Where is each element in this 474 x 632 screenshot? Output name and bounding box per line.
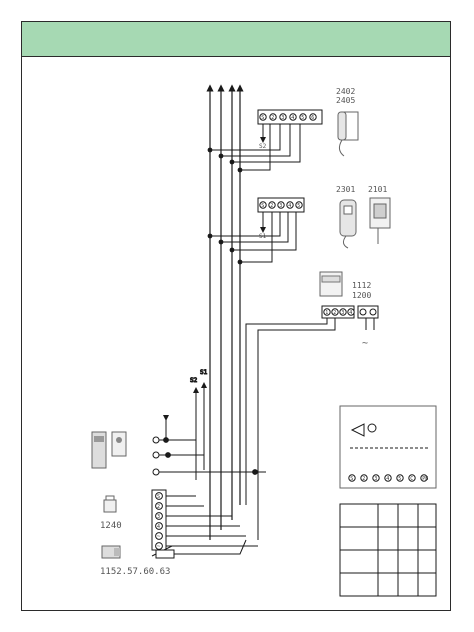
power-terminal-label: 2 [333,310,336,316]
left-terminal-block: S 2 3 4 ~ ~ [151,489,258,551]
left-terminal-label: 4 [157,524,160,530]
top-terminal [259,113,267,121]
left-terminal-label: ~ [157,544,160,550]
handset-c-icon: 2101 [368,185,391,244]
left-terminal-label: 2 [157,504,160,510]
mid-terminal [268,201,276,209]
mid-terminal [295,201,303,209]
handset-a-code-2: 2405 [336,96,355,105]
door-panel-icon [91,431,127,469]
mid-terminal [277,201,285,209]
top-terminal [309,113,317,121]
top-terminal [299,113,307,121]
legend-table [339,503,437,597]
handset-b-icon: 2301 [336,185,357,249]
bottom-unit-icon: 1152.57.60.63 [100,539,247,577]
top-terminal-label: 6 [311,115,314,121]
power-terminal [331,308,339,316]
panel-code: 1152.57.60.63 [100,567,170,577]
detail-terminal [408,474,416,482]
mid-terminal [286,201,294,209]
power-terminal [323,308,331,316]
mid-terminal-label: 2 [270,203,273,209]
detail-terminal-label: S [350,476,353,482]
detail-terminal-label: 3 [374,476,377,482]
detail-terminal [372,474,380,482]
left-terminal-label: S [157,494,160,500]
detail-box: S 2 3 4 5 C PB [339,405,437,489]
detail-terminal [384,474,392,482]
power-terminal [347,308,355,316]
power-terminal-label: 4 [349,310,352,316]
left-terminal [155,522,163,530]
power-code-2: 1200 [352,291,371,300]
top-terminal [269,113,277,121]
power-terminal [339,308,347,316]
lock-icon: 1240 [100,495,122,531]
top-terminal-label: 4 [291,115,294,121]
left-terminal [155,532,163,540]
left-terminal [155,492,163,500]
power-code-1: 1112 [352,281,371,290]
detail-terminal-label: 2 [362,476,365,482]
mains-tilde: ~ [362,338,368,349]
detail-terminal [420,474,428,482]
power-supply-icon: 1112 1200 [319,271,371,300]
top-terminal-label: S [261,115,264,121]
s-line-arrows: S2 S1 [190,369,208,480]
mid-terminal [259,201,267,209]
left-terminal-label: 3 [157,514,160,520]
detail-terminal [396,474,404,482]
top-terminal-label: 3 [281,115,284,121]
power-terminal-label: 3 [341,310,344,316]
handset-a-code-1: 2402 [336,87,355,96]
panel-wires [152,415,266,476]
s2-label-top: S2 [259,143,267,150]
left-terminal-label: ~ [157,534,160,540]
power-terminal-label: 1 [325,310,328,316]
handset-b-code: 2301 [336,185,355,194]
lock-code: 1240 [100,521,122,531]
detail-terminal-label: 4 [386,476,389,482]
handset-a-icon: 2402 2405 [336,87,359,157]
top-terminal [289,113,297,121]
top-terminal [279,113,287,121]
detail-terminal-label: 5 [398,476,401,482]
handset-c-code: 2101 [368,185,387,194]
detail-terminal [360,474,368,482]
header-band [21,21,451,57]
detail-terminal-label: PB [422,476,428,482]
mid-terminal-label: S [261,203,264,209]
mid-terminal-label: 5 [297,203,300,209]
left-terminal [155,542,163,550]
detail-terminal-label: C [410,476,413,482]
left-terminal [155,512,163,520]
detail-terminal [348,474,356,482]
left-terminal [155,502,163,510]
top-terminal-label: 2 [271,115,274,121]
mid-terminal-label: 3 [279,203,282,209]
s2-label-left: S2 [190,377,198,384]
top-terminal-label: 5 [301,115,304,121]
s1-label-left: S1 [200,369,208,376]
mid-terminal-label: 4 [288,203,291,209]
